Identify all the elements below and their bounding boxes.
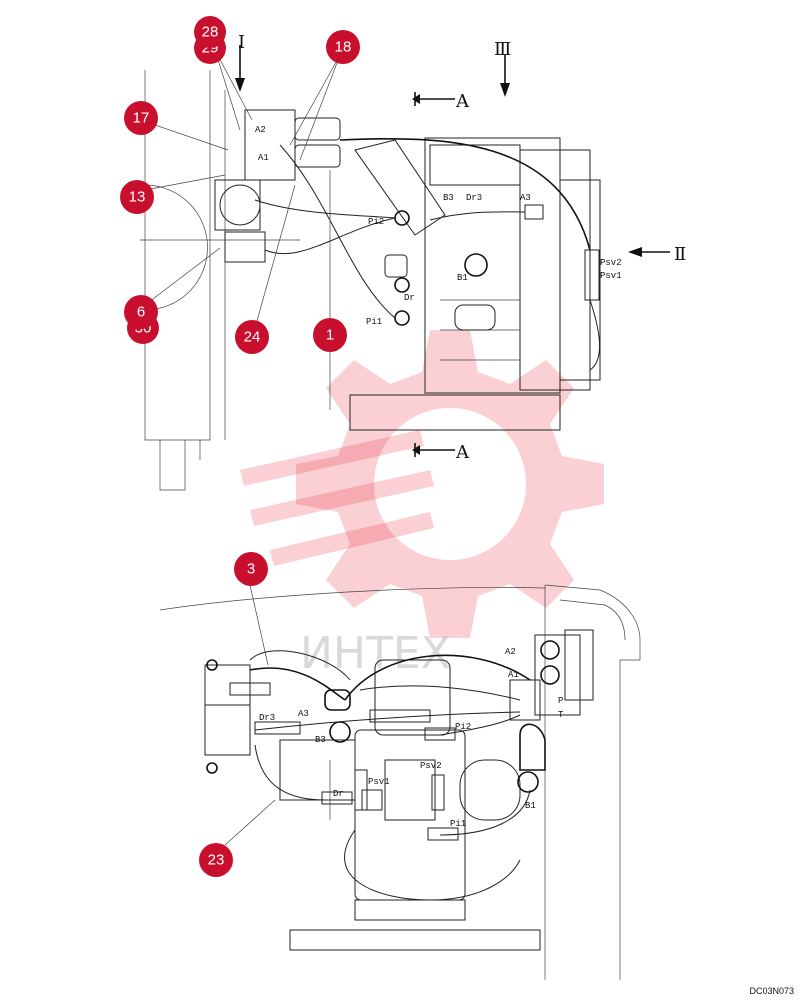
lower-view-outline [159,584,641,980]
port-label-psv2-upper: Psv2 [600,258,622,268]
callout-18: 18 [326,30,360,64]
watermark-gear-logo [240,330,604,638]
port-label-a1-lower: A1 [508,670,519,680]
port-label-b3-upper: B3 [443,193,454,203]
port-label-dr3-lower: Dr3 [259,713,275,723]
svg-text:17: 17 [133,110,150,127]
leader-lines-upper [144,49,341,329]
callout-17: 17 [124,101,158,135]
upper-view-outline [140,70,601,491]
callout-23: 23 [199,843,233,877]
callout-13: 13 [120,180,154,214]
port-label-a3-upper: A3 [520,193,531,203]
port-label-psv1-lower: Psv1 [368,777,390,787]
port-label-dr3-upper: Dr3 [466,193,482,203]
port-label-psv2-lower: Psv2 [420,761,442,771]
port-label-pi1-lower: Pi1 [450,819,466,829]
port-label-b1-upper: B1 [457,273,468,283]
callout-3: 3 [234,552,268,586]
port-label-p-lower: P [558,696,563,706]
port-label-a3-lower: A3 [298,709,309,719]
port-label-b1-lower: B1 [525,801,536,811]
view-mark-I: I [238,32,245,53]
callout-28: 28 [194,16,226,48]
view-mark-III: Ⅲ [494,39,511,60]
svg-text:3: 3 [247,561,255,578]
port-label-a2-lower: A2 [505,647,516,657]
port-label-dr-lower: Dr [333,789,344,799]
svg-text:1: 1 [326,327,334,344]
svg-text:13: 13 [129,189,146,206]
port-label-a1-upper: A1 [258,153,269,163]
port-label-pi2-lower: Pi2 [455,722,471,732]
callout-1: 1 [313,318,347,352]
port-label-t-lower: T [558,710,564,720]
svg-text:24: 24 [244,329,261,346]
svg-text:28: 28 [202,24,219,41]
port-label-b3-lower: B3 [315,735,326,745]
svg-text:23: 23 [208,852,225,869]
lower-fittings [229,679,541,841]
port-label-psv1-upper: Psv1 [600,271,622,281]
port-label-a2-upper: A2 [255,125,266,135]
port-label-pi2-upper: Pi2 [368,217,384,227]
port-label-pi1-upper: Pi1 [366,317,382,327]
section-mark-bottom: A [455,442,470,463]
section-arrows-upper [235,45,670,457]
section-mark-top: A [455,91,470,112]
svg-text:18: 18 [335,39,352,56]
drawing-code: DC03N073 [749,986,794,996]
svg-text:6: 6 [137,304,145,321]
callout-24: 24 [235,320,269,354]
view-mark-II: Ⅱ [674,244,686,265]
callout-6: 6 [124,295,158,329]
leader-lines-lower [224,584,276,846]
port-label-dr-upper: Dr [404,293,415,303]
